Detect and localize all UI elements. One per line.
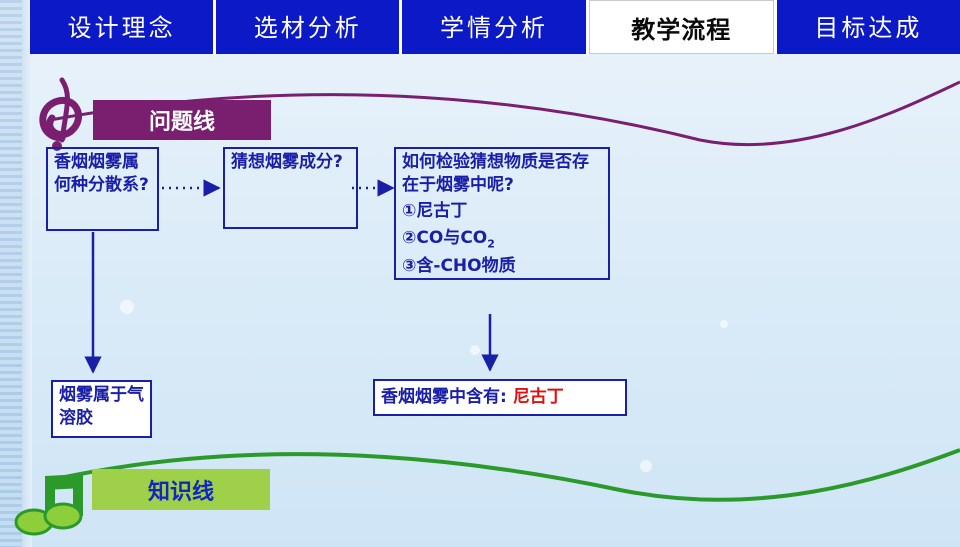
test-item-cho: ③含-CHO物质 <box>402 256 516 277</box>
sparkle <box>720 320 728 328</box>
answer-box-text: 香烟烟雾中含有: <box>381 387 507 407</box>
test-item-co-co2: ②CO与CO2 <box>402 227 602 255</box>
question-box-dispersion: 香烟烟雾属何种分散系? <box>46 147 159 231</box>
tab-teaching-process[interactable]: 教学流程 <box>588 0 774 54</box>
knowledge-wave-line <box>59 448 960 502</box>
answer-highlight-nicotine: 尼古丁 <box>512 387 564 407</box>
question-box-text: 猜想烟雾成分? <box>231 152 343 172</box>
knowledge-line-banner: 知识线 <box>92 469 270 510</box>
answer-box-contains-nicotine: 香烟烟雾中含有: 尼古丁 <box>373 379 627 416</box>
sparkle <box>640 460 652 472</box>
answer-box-text: 烟雾属于气溶胶 <box>59 385 144 428</box>
subscript-2: 2 <box>487 237 495 251</box>
tab-material-analysis[interactable]: 选材分析 <box>216 0 400 54</box>
sparkle <box>470 345 480 355</box>
question-box-heading: 如何检验猜想物质是否存在于烟雾中呢? <box>402 152 589 195</box>
tab-design-concept[interactable]: 设计理念 <box>30 0 214 54</box>
question-box-guess-components: 猜想烟雾成分? <box>223 147 358 229</box>
nav-tabs: 设计理念 选材分析 学情分析 教学流程 目标达成 <box>30 0 960 54</box>
tab-student-analysis[interactable]: 学情分析 <box>402 0 586 54</box>
question-line-banner: 问题线 <box>93 100 271 140</box>
left-decor-fade <box>22 0 32 547</box>
sparkle <box>120 300 134 314</box>
tab-goal-achievement[interactable]: 目标达成 <box>776 0 960 54</box>
answer-box-aerosol: 烟雾属于气溶胶 <box>51 380 152 438</box>
music-note-icon <box>14 474 83 536</box>
test-item-nicotine: ①尼古丁 <box>402 201 468 221</box>
test-item-co-text: ②CO与CO <box>402 228 488 248</box>
question-wave-line <box>49 80 960 147</box>
question-box-text: 香烟烟雾属何种分散系? <box>54 152 149 195</box>
left-decor-band <box>0 0 22 547</box>
question-box-how-to-test: 如何检验猜想物质是否存在于烟雾中呢? ①尼古丁 ②CO与CO2 ③含-CHO物质 <box>394 147 610 280</box>
